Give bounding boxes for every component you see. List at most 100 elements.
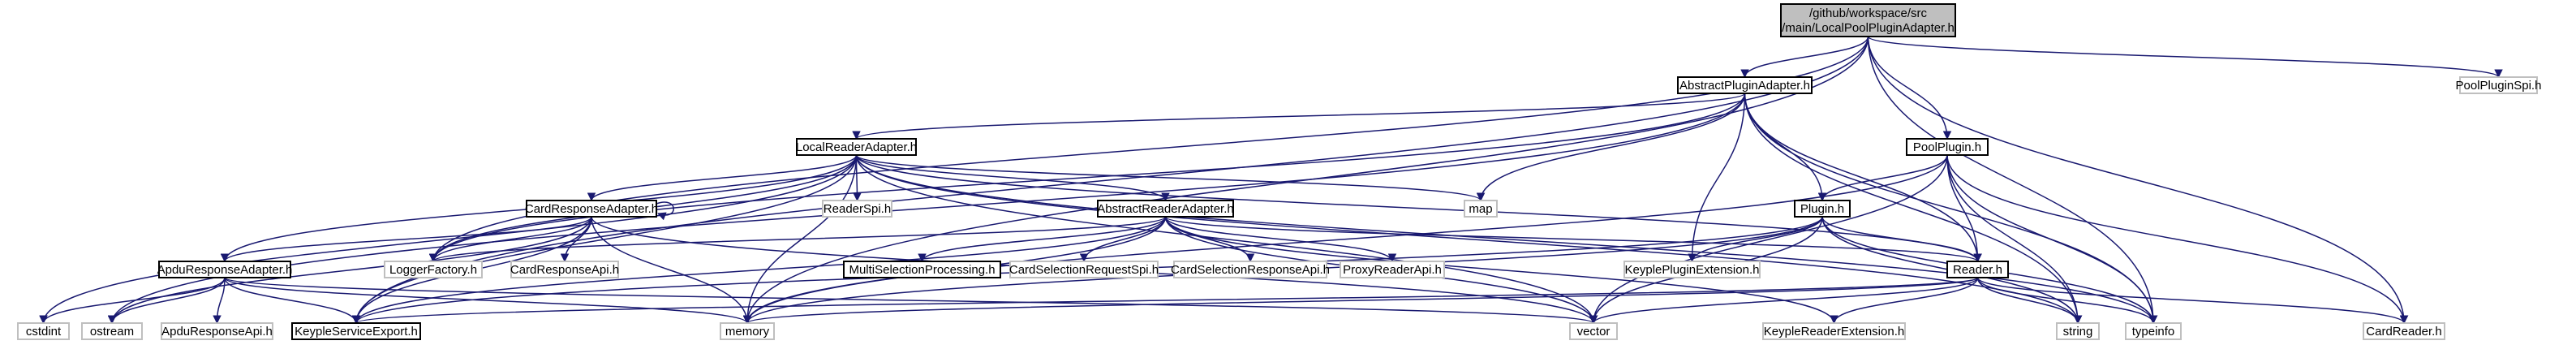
node-map: map bbox=[1464, 200, 1498, 218]
node-ostream: ostream bbox=[81, 322, 143, 340]
node-box bbox=[1569, 322, 1618, 340]
edge-apdu_response_adapter-to-vector bbox=[224, 277, 1598, 325]
edge-abstract_plugin_adapter-to-string bbox=[1744, 93, 2083, 325]
node-logger_factory: LoggerFactory.h bbox=[384, 261, 483, 278]
edge-local_reader_adapter-to-vector bbox=[855, 154, 1598, 325]
node-string: string bbox=[2056, 322, 2100, 340]
edge-reader-to-keyple_reader_extension bbox=[1830, 277, 1979, 325]
edge-reader-to-string bbox=[1976, 277, 2083, 325]
node-box bbox=[1794, 200, 1851, 218]
node-box bbox=[510, 261, 619, 278]
node-box bbox=[17, 322, 70, 340]
edge-abstract_reader_adapter-to-reader bbox=[1164, 216, 1982, 263]
node-label: LoggerFactory.h bbox=[389, 263, 477, 277]
edge-root-to-pool_plugin_spi bbox=[1867, 36, 2503, 79]
edge-card_response_adapter-to-memory bbox=[591, 216, 752, 325]
node-card_selection_response_api: CardSelectionResponseApi.h bbox=[1171, 261, 1330, 278]
edge-card_response_adapter-to-ostream bbox=[107, 216, 592, 325]
node-root[interactable]: /github/workspace/src/main/LocalPoolPlug… bbox=[1780, 3, 1956, 37]
node-label: CardSelectionRequestSpi.h bbox=[1009, 263, 1159, 277]
node-label: KeypleReaderExtension.h bbox=[1764, 325, 1904, 339]
edge-local_reader_adapter-to-card_response_adapter bbox=[587, 154, 858, 202]
node-label: cstdint bbox=[26, 325, 62, 339]
node-reader[interactable]: Reader.h bbox=[1946, 261, 2009, 278]
node-abstract_reader_adapter[interactable]: AbstractReaderAdapter.h bbox=[1097, 200, 1234, 218]
node-pool_plugin_spi: PoolPluginSpi.h bbox=[2456, 76, 2541, 94]
node-label: /github/workspace/src bbox=[1809, 6, 1928, 20]
node-label: MultiSelectionProcessing.h bbox=[849, 263, 995, 277]
node-card_response_adapter[interactable]: CardResponseAdapter.h bbox=[525, 200, 658, 218]
edge-abstract_reader_adapter-to-keyple_reader_extension bbox=[1164, 216, 1838, 325]
edge-root-to-card_reader bbox=[1867, 36, 2409, 325]
edge-local_reader_adapter-to-abstract_reader_adapter bbox=[855, 154, 1170, 202]
edge-reader-to-memory bbox=[743, 277, 1979, 325]
edge-local_reader_adapter-to-map bbox=[855, 154, 1485, 202]
edge-plugin-to-keyple_plugin_extension bbox=[1688, 216, 1823, 263]
node-typeinfo: typeinfo bbox=[2125, 322, 2182, 340]
node-memory: memory bbox=[720, 322, 775, 340]
edge-reader-to-keyple_service_export bbox=[352, 277, 1979, 325]
edge-abstract_reader_adapter-to-multi_selection_processing bbox=[918, 216, 1167, 263]
node-label: Reader.h bbox=[1953, 263, 2002, 277]
node-label: map bbox=[1469, 202, 1492, 216]
node-box bbox=[843, 261, 1001, 278]
edge-pool_plugin-to-card_reader bbox=[1946, 154, 2409, 325]
node-label: LocalReaderAdapter.h bbox=[796, 140, 917, 154]
dependency-edges bbox=[39, 36, 2503, 325]
node-label: CardResponseApi.h bbox=[510, 263, 619, 277]
node-box bbox=[158, 261, 291, 278]
node-label: CardResponseAdapter.h bbox=[525, 202, 658, 216]
node-label: string bbox=[2063, 325, 2093, 339]
edge-apdu_response_adapter-to-ostream bbox=[107, 277, 226, 325]
node-label: memory bbox=[725, 325, 770, 339]
edge-abstract_plugin_adapter-to-logger_factory bbox=[428, 93, 1746, 263]
edge-pool_plugin-to-reader bbox=[1946, 154, 1982, 263]
edge-reader-to-card_reader bbox=[1976, 277, 2409, 325]
edge-root-to-abstract_plugin_adapter bbox=[1740, 36, 1869, 79]
node-box bbox=[1464, 200, 1498, 218]
node-label: CardSelectionResponseApi.h bbox=[1171, 263, 1330, 277]
node-box bbox=[2459, 76, 2538, 94]
node-pool_plugin[interactable]: PoolPlugin.h bbox=[1906, 138, 1989, 156]
node-label: ApduResponseAdapter.h bbox=[157, 263, 293, 277]
node-label: AbstractReaderAdapter.h bbox=[1097, 202, 1233, 216]
node-keyple_reader_extension: KeypleReaderExtension.h bbox=[1762, 322, 1906, 340]
edge-root-to-logger_factory bbox=[428, 36, 1869, 263]
edge-local_reader_adapter-to-cstdint bbox=[39, 154, 858, 325]
node-box bbox=[291, 322, 421, 340]
node-plugin[interactable]: Plugin.h bbox=[1794, 200, 1851, 218]
node-apdu_response_adapter[interactable]: ApduResponseAdapter.h bbox=[157, 261, 293, 278]
node-label: typeinfo bbox=[2132, 325, 2175, 339]
edge-local_reader_adapter-to-typeinfo bbox=[855, 154, 2158, 325]
edge-abstract_plugin_adapter-to-local_reader_adapter bbox=[852, 93, 1746, 140]
node-local_reader_adapter[interactable]: LocalReaderAdapter.h bbox=[796, 138, 917, 156]
node-abstract_plugin_adapter[interactable]: AbstractPluginAdapter.h bbox=[1677, 76, 1813, 94]
edge-apdu_response_adapter-to-keyple_service_export bbox=[224, 277, 361, 325]
node-box bbox=[1906, 138, 1989, 156]
node-box bbox=[822, 200, 892, 218]
edge-abstract_plugin_adapter-to-keyple_plugin_extension bbox=[1688, 93, 1746, 263]
node-label: KeyplePluginExtension.h bbox=[1625, 263, 1760, 277]
node-box bbox=[1009, 261, 1159, 278]
node-multi_selection_processing[interactable]: MultiSelectionProcessing.h bbox=[843, 261, 1001, 278]
edge-abstract_plugin_adapter-to-plugin bbox=[1744, 93, 1827, 202]
node-card_selection_request_spi: CardSelectionRequestSpi.h bbox=[1009, 261, 1159, 278]
node-box bbox=[2056, 322, 2100, 340]
node-box bbox=[161, 322, 273, 340]
edge-abstract_plugin_adapter-to-reader bbox=[1744, 93, 1982, 263]
node-box bbox=[720, 322, 775, 340]
edge-pool_plugin-to-vector bbox=[1589, 154, 1948, 325]
node-label: ReaderSpi.h bbox=[824, 202, 891, 216]
edge-plugin-to-reader bbox=[1821, 216, 1982, 263]
node-box bbox=[1097, 200, 1234, 218]
node-box bbox=[384, 261, 483, 278]
edge-local_reader_adapter-to-keyple_service_export bbox=[351, 154, 858, 325]
edge-pool_plugin-to-typeinfo bbox=[1946, 154, 2158, 325]
node-apdu_response_api: ApduResponseApi.h bbox=[161, 322, 273, 340]
node-keyple_service_export[interactable]: KeypleServiceExport.h bbox=[291, 322, 421, 340]
edge-abstract_reader_adapter-to-keyple_service_export bbox=[351, 216, 1167, 325]
node-card_reader: CardReader.h bbox=[2363, 322, 2445, 340]
edge-abstract_reader_adapter-to-card_selection_request_spi bbox=[1079, 216, 1167, 263]
node-card_response_api: CardResponseApi.h bbox=[510, 261, 619, 278]
node-label: ProxyReaderApi.h bbox=[1343, 263, 1442, 277]
